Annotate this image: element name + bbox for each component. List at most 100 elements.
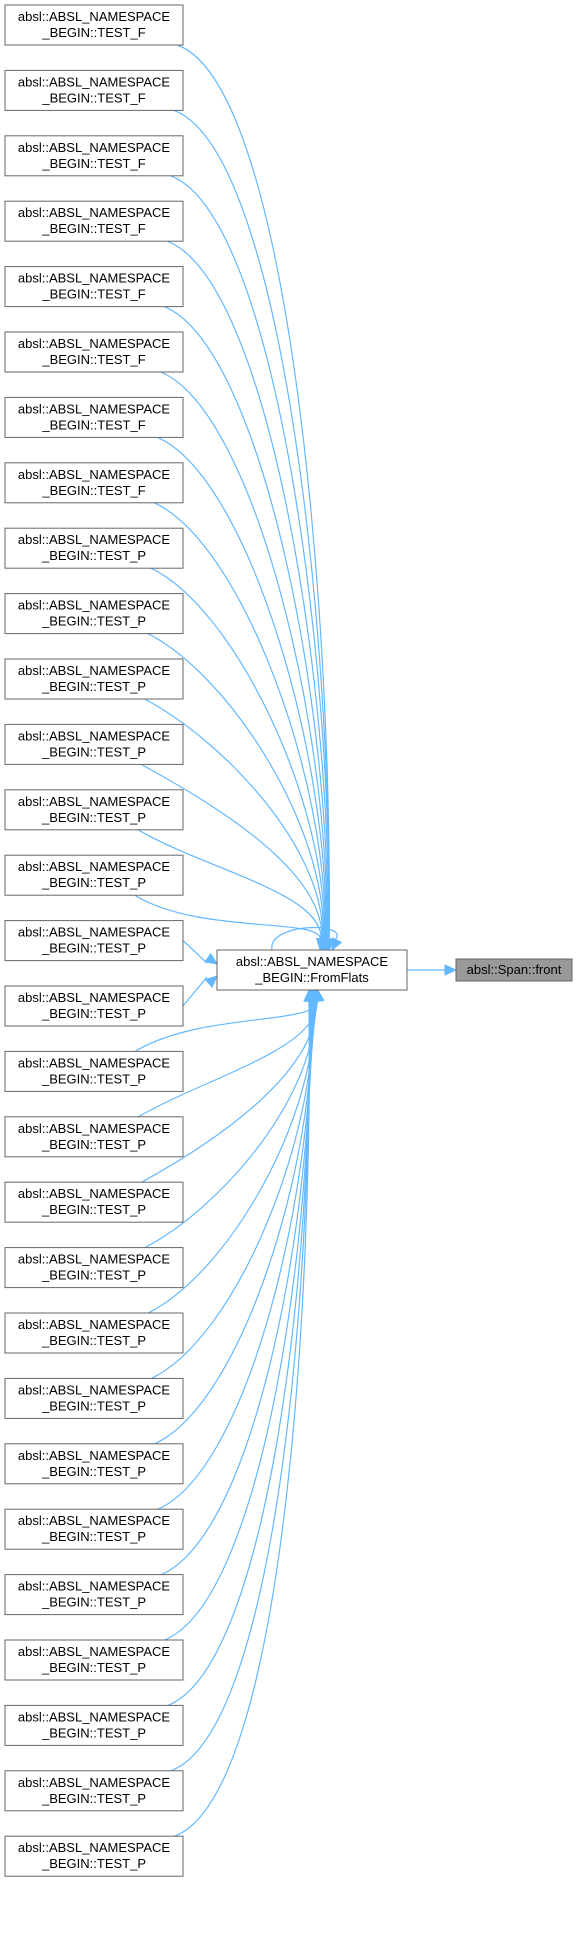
call-edge [173,109,330,941]
caller-node-label-line2: _BEGIN::TEST_P [41,1398,146,1413]
caller-node-label-line1: absl::ABSL_NAMESPACE [18,467,171,482]
caller-node-box [4,1116,184,1158]
caller-node[interactable]: absl::ABSL_NAMESPACE_BEGIN::TEST_P [4,593,184,635]
caller-node[interactable]: absl::ABSL_NAMESPACE_BEGIN::TEST_F [4,135,184,177]
target-edge-arrow [444,964,458,976]
caller-node-box [4,462,184,504]
caller-node[interactable]: absl::ABSL_NAMESPACE_BEGIN::TEST_P [4,985,184,1027]
self-loop-edge [271,926,338,951]
caller-node-label-line2: _BEGIN::TEST_P [41,941,146,956]
caller-node[interactable]: absl::ABSL_NAMESPACE_BEGIN::TEST_P [4,1639,184,1681]
call-edge [137,829,322,941]
caller-node-box [4,1181,184,1223]
caller-node[interactable]: absl::ABSL_NAMESPACE_BEGIN::TEST_P [4,1050,184,1092]
caller-node-box [4,1508,184,1550]
caller-node-label-line1: absl::ABSL_NAMESPACE [18,925,171,940]
target-node-label: absl::Span::front [467,962,562,977]
caller-node-label-line1: absl::ABSL_NAMESPACE [18,1644,171,1659]
caller-node-box [4,1377,184,1419]
self-loop-arrow [331,937,343,952]
call-edge [160,371,328,941]
caller-node-box [4,266,184,308]
caller-node-label-line1: absl::ABSL_NAMESPACE [18,271,171,286]
caller-node-box [4,527,184,569]
center-node[interactable]: absl::ABSL_NAMESPACE _BEGIN::FromFlats [216,949,408,991]
caller-node[interactable]: absl::ABSL_NAMESPACE_BEGIN::TEST_F [4,331,184,373]
target-node[interactable]: absl::Span::front [455,958,573,982]
caller-node[interactable]: absl::ABSL_NAMESPACE_BEGIN::TEST_F [4,266,184,308]
call-edge [167,240,330,941]
caller-node-label-line1: absl::ABSL_NAMESPACE [18,336,171,351]
caller-node-box [4,920,184,962]
caller-node-box [4,1770,184,1812]
call-edge [182,940,208,964]
caller-node-box [4,854,184,896]
caller-node-label-line2: _BEGIN::TEST_P [41,1725,146,1740]
caller-node-label-line2: _BEGIN::TEST_P [41,1595,146,1610]
caller-node-label-line1: absl::ABSL_NAMESPACE [18,1579,171,1594]
caller-node-label-line1: absl::ABSL_NAMESPACE [18,1709,171,1724]
call-edge [170,999,310,1772]
caller-node-label-line2: _BEGIN::TEST_P [41,1856,146,1871]
caller-node-label-line2: _BEGIN::TEST_P [41,1333,146,1348]
call-edge [144,698,324,941]
caller-node[interactable]: absl::ABSL_NAMESPACE_BEGIN::TEST_P [4,658,184,700]
caller-node[interactable]: absl::ABSL_NAMESPACE_BEGIN::TEST_P [4,527,184,569]
caller-node-label-line1: absl::ABSL_NAMESPACE [18,794,171,809]
caller-node-label-line2: _BEGIN::TEST_P [41,614,146,629]
caller-node[interactable]: absl::ABSL_NAMESPACE_BEGIN::TEST_P [4,1116,184,1158]
caller-node-box [4,135,184,177]
caller-node-label-line1: absl::ABSL_NAMESPACE [18,1317,171,1332]
call-edge [134,894,321,941]
caller-node-label-line2: _BEGIN::TEST_P [41,1464,146,1479]
call-edge [177,44,330,941]
caller-node-label-line2: _BEGIN::TEST_P [41,1071,146,1086]
caller-node[interactable]: absl::ABSL_NAMESPACE_BEGIN::TEST_P [4,1377,184,1419]
caller-node[interactable]: absl::ABSL_NAMESPACE_BEGIN::TEST_P [4,1247,184,1289]
caller-node[interactable]: absl::ABSL_NAMESPACE_BEGIN::TEST_F [4,200,184,242]
caller-node-label-line1: absl::ABSL_NAMESPACE [18,140,171,155]
caller-node[interactable]: absl::ABSL_NAMESPACE_BEGIN::TEST_P [4,1574,184,1616]
call-edge [147,633,325,941]
caller-node[interactable]: absl::ABSL_NAMESPACE_BEGIN::TEST_F [4,396,184,438]
call-edge [170,175,330,941]
caller-node-label-line1: absl::ABSL_NAMESPACE [18,598,171,613]
call-edge [167,999,311,1706]
caller-node-label-line2: _BEGIN::TEST_P [41,1137,146,1152]
caller-node[interactable]: absl::ABSL_NAMESPACE_BEGIN::TEST_P [4,1835,184,1877]
caller-node-label-line1: absl::ABSL_NAMESPACE [18,1121,171,1136]
caller-node-box [4,789,184,831]
caller-node-label-line1: absl::ABSL_NAMESPACE [18,205,171,220]
call-edge [150,567,325,941]
caller-node[interactable]: absl::ABSL_NAMESPACE_BEGIN::TEST_P [4,1443,184,1485]
caller-node-label-line2: _BEGIN::TEST_F [41,483,145,498]
caller-node-label-line1: absl::ABSL_NAMESPACE [18,1448,171,1463]
caller-node-label-line2: _BEGIN::TEST_P [41,1660,146,1675]
caller-node[interactable]: absl::ABSL_NAMESPACE_BEGIN::TEST_F [4,462,184,504]
call-edge-arrow [204,975,218,988]
caller-node-label-line1: absl::ABSL_NAMESPACE [18,9,171,24]
caller-node-box [4,200,184,242]
caller-node[interactable]: absl::ABSL_NAMESPACE_BEGIN::TEST_P [4,789,184,831]
caller-node[interactable]: absl::ABSL_NAMESPACE_BEGIN::TEST_P [4,1508,184,1550]
caller-node[interactable]: absl::ABSL_NAMESPACE_BEGIN::TEST_P [4,723,184,765]
caller-node[interactable]: absl::ABSL_NAMESPACE_BEGIN::TEST_P [4,1770,184,1812]
caller-node[interactable]: absl::ABSL_NAMESPACE_BEGIN::TEST_P [4,1181,184,1223]
caller-node-label-line2: _BEGIN::TEST_F [41,221,145,236]
caller-node-box [4,4,184,46]
caller-node-label-line2: _BEGIN::TEST_P [41,875,146,890]
caller-node[interactable]: absl::ABSL_NAMESPACE_BEGIN::TEST_P [4,1704,184,1746]
caller-node[interactable]: absl::ABSL_NAMESPACE_BEGIN::TEST_F [4,4,184,46]
caller-node-label-line1: absl::ABSL_NAMESPACE [18,990,171,1005]
caller-node-label-line2: _BEGIN::TEST_F [41,156,145,171]
caller-node[interactable]: absl::ABSL_NAMESPACE_BEGIN::TEST_P [4,854,184,896]
caller-node[interactable]: absl::ABSL_NAMESPACE_BEGIN::TEST_F [4,69,184,111]
call-edge [174,999,310,1837]
call-edge [160,999,312,1576]
caller-node[interactable]: absl::ABSL_NAMESPACE_BEGIN::TEST_P [4,920,184,962]
caller-node[interactable]: absl::ABSL_NAMESPACE_BEGIN::TEST_P [4,1312,184,1354]
call-edge [163,306,329,941]
caller-node-box [4,1312,184,1354]
call-edge [182,976,208,1007]
caller-node-box [4,1443,184,1485]
